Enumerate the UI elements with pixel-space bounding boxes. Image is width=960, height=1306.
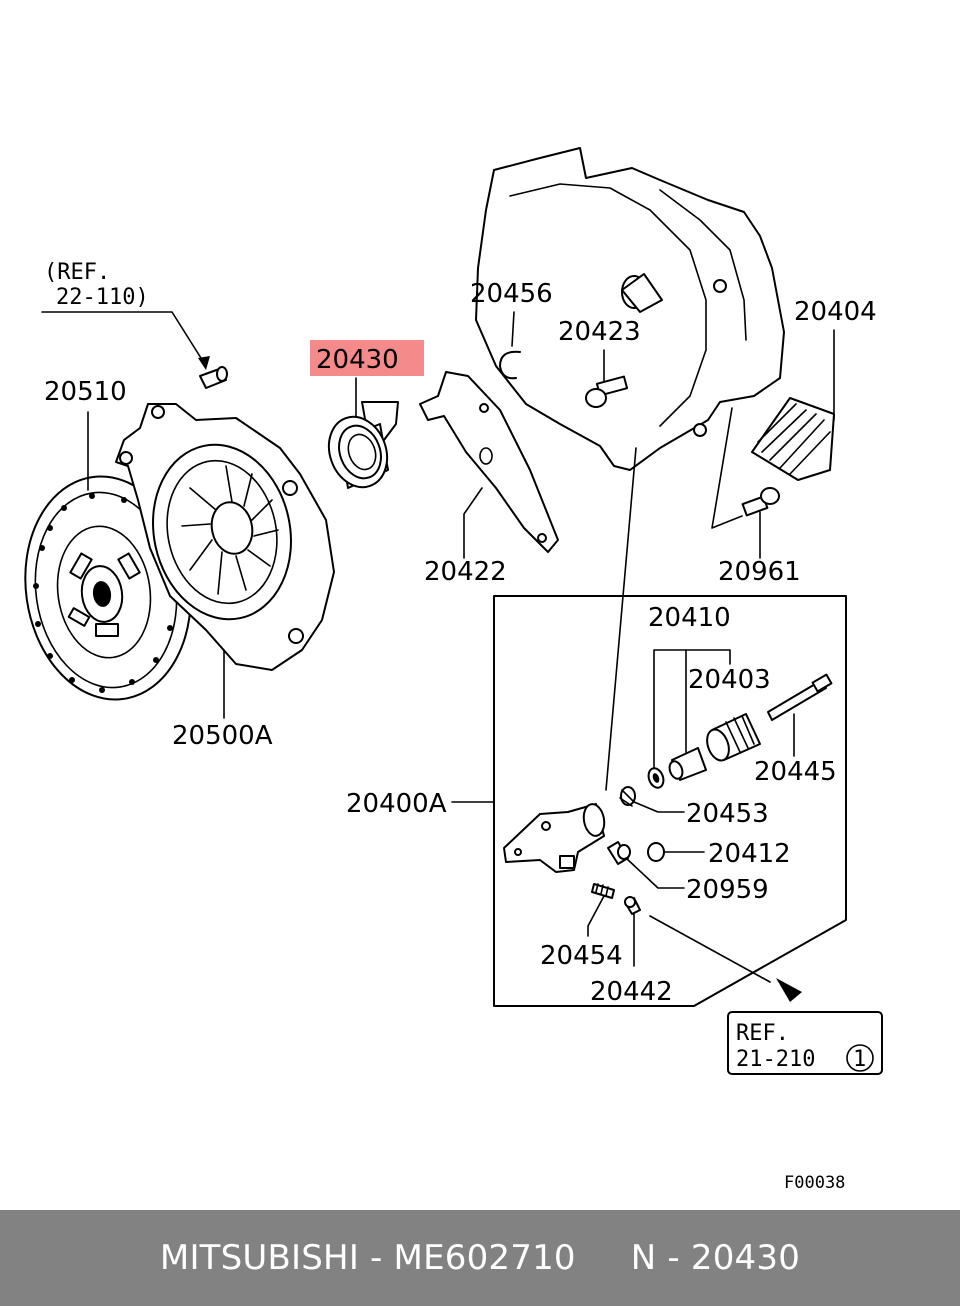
release-cylinder-assembly-box xyxy=(493,595,847,1007)
label-20410: 20410 xyxy=(648,603,731,633)
bleeder-screw-icon xyxy=(607,841,631,865)
label-20400A: 20400A xyxy=(346,789,447,819)
figure-code: F00038 xyxy=(784,1173,845,1193)
ref-21-210-line2: 21-210 xyxy=(736,1047,815,1072)
pivot-stud-icon xyxy=(585,375,629,408)
footer-bar: MITSUBISHI - ME602710 N - 20430 xyxy=(0,1210,960,1306)
dust-boot-20403-icon xyxy=(706,713,761,762)
label-20961: 20961 xyxy=(718,557,801,587)
ref-21-210-circled-number: 1 xyxy=(853,1047,866,1072)
label-20453: 20453 xyxy=(686,799,769,829)
label-20445: 20445 xyxy=(754,757,837,787)
ref-circle-icon xyxy=(846,1044,874,1072)
release-fork-icon xyxy=(419,371,559,553)
label-20500A-group: 20500A xyxy=(172,649,273,751)
leader-20453 xyxy=(633,801,685,813)
bolt-20961-icon xyxy=(741,487,780,517)
ref-21-210-arrowhead xyxy=(776,978,802,1002)
label-20510: 20510 xyxy=(44,377,127,407)
ref-22-110-line2: 22-110) xyxy=(56,285,149,310)
piston-cup-icon xyxy=(647,767,665,789)
ref-21-210-callout: REF. 21-210 1 xyxy=(727,1011,883,1075)
label-20510-group: 20510 xyxy=(44,377,127,491)
leader-20456 xyxy=(511,311,515,347)
label-20454: 20454 xyxy=(540,941,623,971)
ref-22-110-callout: (REF. 22-110) xyxy=(41,260,228,389)
bleeder-cap-icon xyxy=(619,786,636,807)
diaphragm-fingers xyxy=(181,465,279,595)
label-20456: 20456 xyxy=(470,279,553,309)
release-fork-boot-icon xyxy=(751,397,835,481)
leader-ref-21-210 xyxy=(649,915,771,983)
transmission-housing-icon xyxy=(475,147,785,471)
label-20404: 20404 xyxy=(794,297,877,327)
pilot-bushing-icon xyxy=(199,366,228,389)
label-20959: 20959 xyxy=(686,875,769,905)
leader-20959 xyxy=(625,857,685,889)
damper-springs xyxy=(67,552,141,637)
clutch-parts-diagram: (REF. 22-110) 205 xyxy=(24,147,883,1193)
label-20442: 20442 xyxy=(590,977,673,1007)
footer-part-number: MITSUBISHI - ME602710 N - 20430 xyxy=(159,1238,801,1278)
highlight-20430 xyxy=(310,340,424,376)
leader-20454 xyxy=(587,895,605,937)
label-20422: 20422 xyxy=(424,557,507,587)
release-cylinder-icon xyxy=(503,803,606,873)
ref-21-210-box xyxy=(727,1011,883,1075)
ref-22-110-leader xyxy=(41,311,207,367)
ref-21-210-line1: REF. xyxy=(736,1021,789,1046)
label-20403: 20403 xyxy=(688,665,771,695)
leader-20410 xyxy=(653,649,731,771)
leader-20422 xyxy=(463,487,483,559)
release-bearing-icon xyxy=(327,401,399,489)
ref-22-110-line1: (REF. xyxy=(44,260,110,285)
leader-20961-indicator xyxy=(711,407,743,529)
ref-22-110-arrowhead xyxy=(198,356,210,370)
label-20412: 20412 xyxy=(708,839,791,869)
push-rod-icon xyxy=(767,673,833,721)
clutch-cover-icon xyxy=(115,403,335,671)
label-20500A: 20500A xyxy=(172,721,273,751)
label-20423: 20423 xyxy=(558,317,641,347)
spring-clip-icon xyxy=(499,350,521,380)
leader-housing-to-cylinder xyxy=(605,447,637,791)
spring-pin-icon xyxy=(591,883,615,899)
label-20430: 20430 xyxy=(316,345,399,375)
piston-icon xyxy=(668,747,707,781)
plug-20412-icon xyxy=(647,842,665,862)
collar-20442-icon xyxy=(624,896,641,915)
